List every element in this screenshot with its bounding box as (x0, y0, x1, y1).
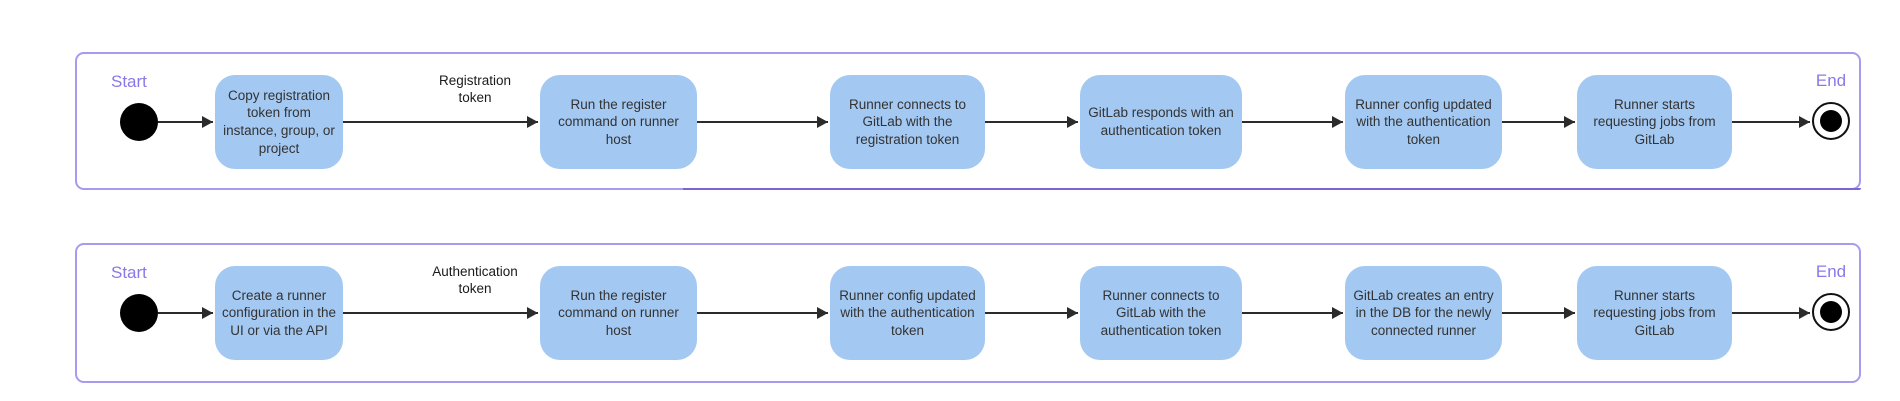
step-box: Runner config updated with the authentic… (830, 266, 985, 360)
flow-arrow (697, 307, 828, 319)
flow-label: Authentication token (375, 263, 575, 298)
flow-label-line: token (458, 90, 492, 106)
start-node-icon (120, 294, 158, 332)
step-box: Create a runner configuration in the UI … (215, 266, 343, 360)
flow-arrow (697, 116, 828, 128)
flow-arrow (1502, 307, 1575, 319)
lane-border-accent (683, 188, 1861, 190)
flow-label-line: Authentication (432, 264, 518, 279)
swimlane-registration-token-workflow: Start Copy registration token from insta… (75, 52, 1861, 190)
flow-arrow (343, 307, 538, 319)
start-label: Start (111, 263, 147, 282)
flow-arrow (1242, 116, 1343, 128)
swimlane-authentication-token-workflow: Start Create a runner configuration in t… (75, 243, 1861, 383)
step-box: Run the register command on runner host (540, 75, 697, 169)
end-node-icon (1812, 102, 1850, 140)
flow-arrow (158, 116, 213, 128)
step-box: Runner connects to GitLab with the regis… (830, 75, 985, 169)
end-label: End (1815, 262, 1847, 281)
start-node-icon (120, 103, 158, 141)
flow-arrow (1502, 116, 1575, 128)
step-box: Runner config updated with the authentic… (1345, 75, 1502, 169)
flow-arrow (1242, 307, 1343, 319)
flow-arrow (985, 307, 1078, 319)
end-node-inner-dot (1820, 301, 1842, 323)
step-box: Runner connects to GitLab with the authe… (1080, 266, 1242, 360)
flow-arrow (343, 116, 538, 128)
flow-arrow (985, 116, 1078, 128)
step-box: GitLab responds with an authentication t… (1080, 75, 1242, 169)
flow-label-line: Registration (438, 73, 512, 88)
end-label: End (1815, 71, 1847, 90)
flow-arrow (1732, 307, 1810, 319)
flow-label: Registration token (375, 72, 575, 107)
flow-arrow (1732, 116, 1810, 128)
start-label: Start (111, 72, 147, 91)
end-node-icon (1812, 293, 1850, 331)
flow-arrow (158, 307, 213, 319)
step-box: GitLab creates an entry in the DB for th… (1345, 266, 1502, 360)
flow-label-line: token (458, 281, 492, 297)
end-node-inner-dot (1820, 110, 1842, 132)
step-box: Runner starts requesting jobs from GitLa… (1577, 266, 1732, 360)
step-box: Run the register command on runner host (540, 266, 697, 360)
step-box: Runner starts requesting jobs from GitLa… (1577, 75, 1732, 169)
step-box: Copy registration token from instance, g… (215, 75, 343, 169)
